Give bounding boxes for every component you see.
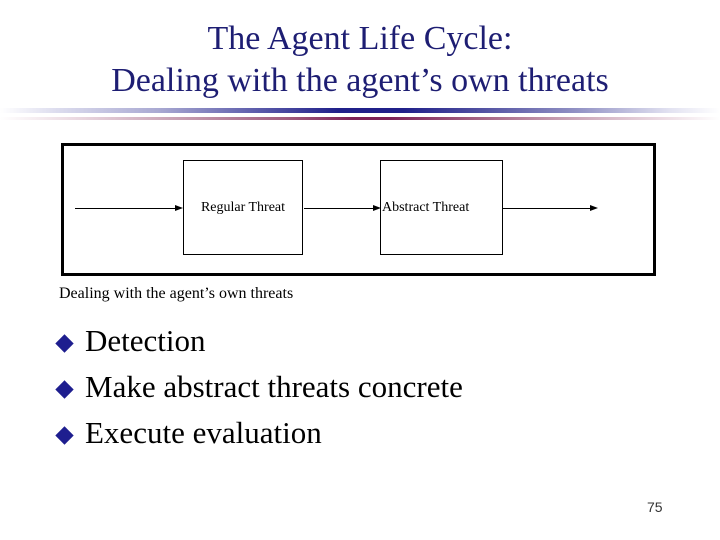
- bullet-item-make-abstract-threats-concrete: Make abstract threats concrete: [55, 370, 463, 403]
- abstract-threat-box: Abstract Threat: [380, 160, 503, 255]
- diamond-bullet-icon: [55, 380, 74, 399]
- arrow-into-regular-threat: [75, 205, 183, 211]
- bullet-item-detection: Detection: [55, 324, 463, 357]
- slide-title-line-2: Dealing with the agent’s own threats: [111, 62, 609, 99]
- divider-gap: [0, 113, 720, 117]
- arrow-out-of-abstract-threat: [503, 205, 598, 211]
- bullet-list: Detection Make abstract threats concrete…: [55, 324, 463, 462]
- bullet-item-execute-evaluation: Execute evaluation: [55, 416, 463, 449]
- diagram-caption: Dealing with the agent’s own threats: [59, 285, 294, 302]
- page-number: 75: [647, 499, 663, 515]
- divider-blue-bar: [0, 108, 720, 113]
- diamond-bullet-icon: [55, 334, 74, 353]
- bullet-text: Make abstract threats concrete: [85, 369, 463, 404]
- threat-flow-diagram-frame: Regular Threat Abstract Threat: [61, 143, 656, 276]
- bullet-text: Execute evaluation: [85, 415, 322, 450]
- regular-threat-box: Regular Threat: [183, 160, 303, 255]
- title-divider: [0, 108, 720, 120]
- slide-title: The Agent Life Cycle: Dealing with the a…: [0, 18, 720, 102]
- regular-threat-label: Regular Threat: [200, 199, 286, 215]
- bullet-text: Detection: [85, 323, 206, 358]
- arrow-regular-to-abstract: [304, 205, 381, 211]
- abstract-threat-label: Abstract Threat: [382, 199, 470, 215]
- diamond-bullet-icon: [55, 426, 74, 445]
- divider-crimson-bar: [0, 117, 720, 120]
- slide-title-line-1: The Agent Life Cycle:: [207, 20, 513, 57]
